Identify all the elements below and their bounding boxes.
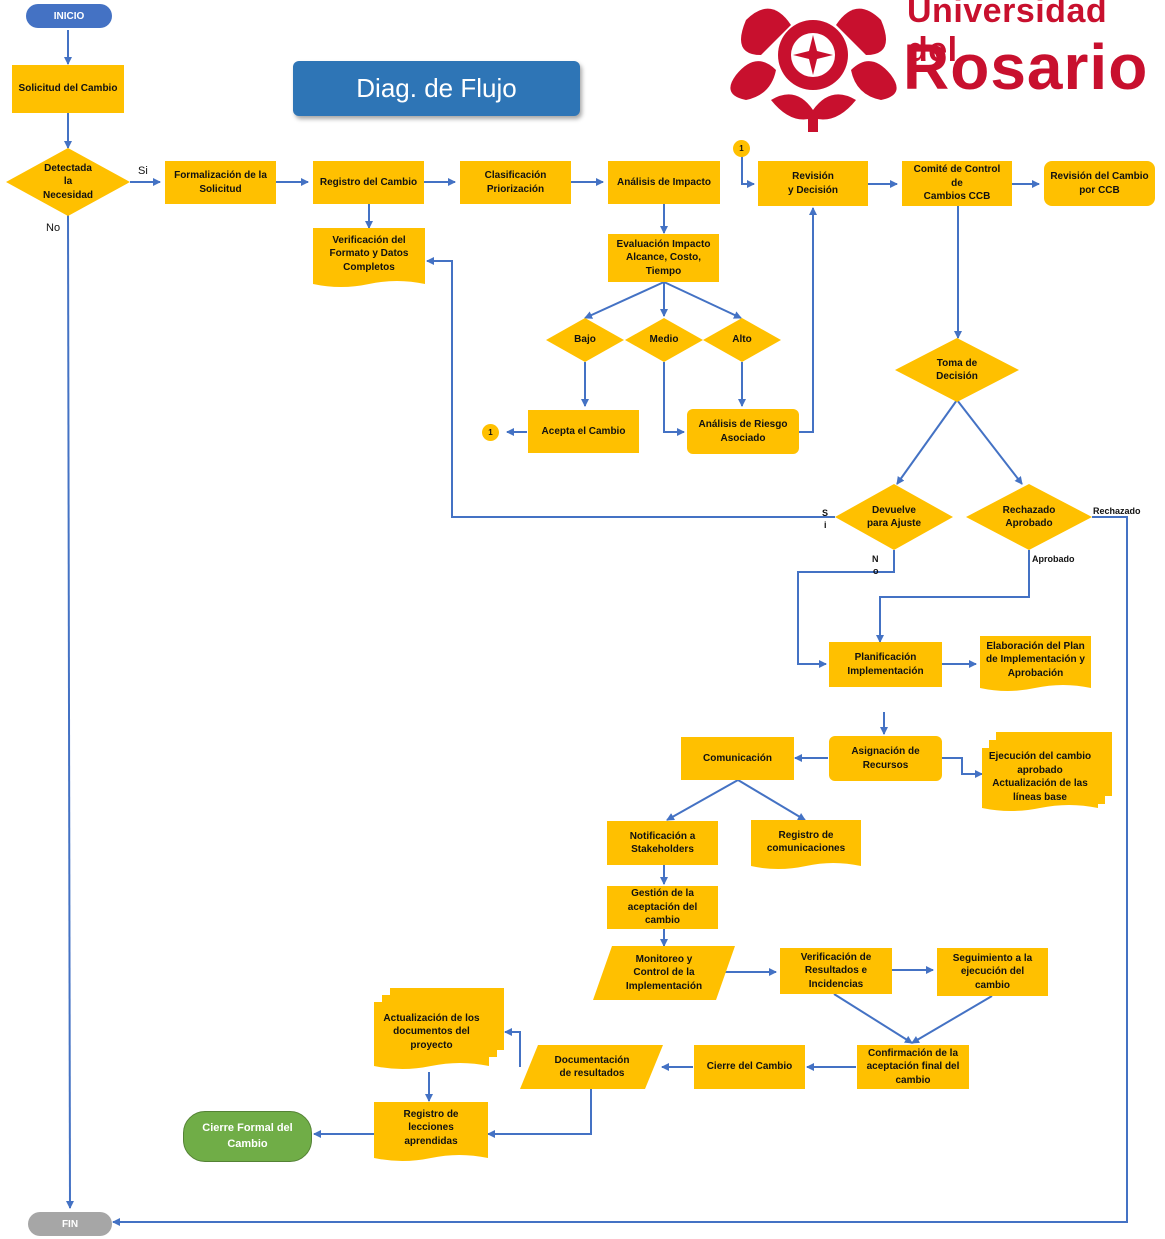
- diamond-medio-shape: [625, 318, 703, 362]
- node-monitoreo: Monitoreo y Control de la Implementación: [625, 953, 703, 992]
- node-lecciones: Registro de lecciones aprendidas: [403, 1108, 459, 1147]
- arrow-devuelve-si-verificacion: [426, 257, 835, 518]
- arrow-comunicacion-registrocom: [737, 779, 806, 821]
- node-registro: Registro del Cambio: [313, 161, 424, 204]
- logo-line2: Rosario: [903, 31, 1149, 103]
- arrow-no-fin: [65, 213, 74, 1209]
- node-asignacion: Asignación de Recursos: [829, 736, 942, 781]
- node-gestion: Gestión de la aceptación del cambio: [607, 886, 718, 929]
- arrow-comunicacion-notificacion: [666, 779, 739, 821]
- end-terminal: FIN: [28, 1212, 112, 1236]
- arrow-eval-alto: [663, 281, 742, 319]
- diamond-alto-shape: [703, 318, 781, 362]
- node-planificacion: Planificación Implementación: [829, 642, 942, 687]
- decision-alto: Alto: [732, 334, 752, 346]
- decision-rechazado-aprobado: Rechazado Aprobado: [1002, 504, 1056, 530]
- diamond-bajo-shape: [546, 318, 624, 362]
- decision-medio: Medio: [649, 334, 679, 346]
- para-documentacion-shape: [520, 1045, 663, 1089]
- node-analisis-impacto: Análisis de Impacto: [608, 161, 720, 204]
- node-actualizacion: Actualización de los documentos del proy…: [383, 1012, 480, 1051]
- label-aprobado: Aprobado: [1032, 554, 1075, 564]
- label-rechazado: Rechazado: [1093, 506, 1141, 516]
- university-logo: Universidad del Rosario: [716, 0, 1165, 132]
- diamond-detectada-shape: [6, 148, 130, 216]
- diamond-rechazado-shape: [966, 484, 1092, 550]
- label-si: Si: [138, 165, 148, 177]
- node-ejecucion: Ejecución del cambio aprobado Actualizac…: [988, 751, 1092, 803]
- node-acepta: Acepta el Cambio: [528, 410, 639, 453]
- node-revision-decision: Revisión y Decisión: [758, 161, 868, 206]
- node-solicitud: Solicitud del Cambio: [12, 65, 124, 113]
- node-notificacion: Notificación a Stakeholders: [607, 821, 718, 865]
- arrow-asignacion-ejecucion: [942, 757, 983, 778]
- diamond-devuelve-shape: [835, 484, 953, 550]
- decision-detectada: Detectada la Necesidad: [42, 162, 94, 201]
- node-cierre-formal: Cierre Formal del Cambio: [183, 1111, 312, 1162]
- decision-toma: Toma de Decisión: [936, 357, 978, 383]
- decision-devuelve: Devuelve para Ajuste: [866, 504, 922, 530]
- node-cierre: Cierre del Cambio: [694, 1045, 805, 1089]
- label-no-devuelve-o: o: [873, 566, 879, 576]
- arrow-riesgo-revision: [799, 207, 817, 433]
- node-comunicacion: Comunicación: [681, 737, 794, 780]
- node-verificacion-formato: Verificación del Formato y Datos Complet…: [329, 234, 409, 273]
- decision-bajo: Bajo: [574, 334, 596, 346]
- arrow-toma-rechazado: [956, 399, 1023, 485]
- node-comite: Comité de Control de Cambios CCB: [902, 161, 1012, 206]
- arrow-verificacion-confirmacion: [833, 993, 913, 1044]
- label-no: No: [46, 222, 61, 234]
- node-evaluacion: Evaluación Impacto Alcance, Costo, Tiemp…: [608, 234, 719, 282]
- label-si-devuelve-i: i: [824, 520, 827, 530]
- node-elaboracion: Elaboración del Plan de Implementación y…: [986, 640, 1085, 679]
- rosario-seal-icon: [730, 8, 897, 132]
- connector-1-left: 1: [482, 424, 499, 441]
- arrow-devuelve-no-planificacion: [797, 550, 895, 668]
- node-revision-ccb: Revisión del Cambio por CCB: [1044, 161, 1155, 206]
- node-verificacion-resultados: Verificación de Resultados e Incidencias: [780, 948, 892, 994]
- start-terminal: INICIO: [26, 4, 112, 28]
- diamond-toma-shape: [895, 338, 1019, 402]
- node-riesgo: Análisis de Riesgo Asociado: [687, 409, 799, 454]
- doc-verificacion-shape: [313, 228, 425, 287]
- arrow-eval-bajo: [584, 281, 665, 319]
- logo-line1: Universidad del: [907, 0, 1108, 69]
- node-confirmacion: Confirmación de la aceptación final del …: [857, 1045, 969, 1089]
- node-documentacion: Documentación de resultados: [554, 1054, 630, 1080]
- label-si-devuelve-s: S: [822, 508, 829, 518]
- arrow-documentacion-lecciones: [487, 1088, 592, 1138]
- arrow-seguimiento-confirmacion: [911, 995, 993, 1044]
- arrow-medio-riesgo: [663, 362, 685, 436]
- node-clasificacion: Clasificación Priorización: [460, 161, 571, 204]
- arrow-documentacion-actualizacion: [504, 1028, 521, 1067]
- arrow-aprobado-planificacion: [876, 550, 1030, 643]
- label-no-devuelve-n: N: [872, 554, 879, 564]
- arrow-toma-devuelve: [896, 399, 958, 485]
- node-seguimiento: Seguimiento a la ejecución del cambio: [937, 948, 1048, 996]
- doc-lecciones-shape: [374, 1102, 488, 1161]
- doc-actualizacion-shape: [374, 1002, 489, 1069]
- arrow-rechazado-fin: [112, 516, 1128, 1226]
- arrow-c1-revision: [741, 156, 755, 188]
- doc-elaboracion-shape: [980, 636, 1091, 691]
- node-registro-com: Registro de comunicaciones: [766, 829, 846, 855]
- doc-ejecucion-shape: [982, 748, 1098, 811]
- node-formalizacion: Formalización de la Solicitud: [165, 161, 276, 204]
- doc-registrocom-shape: [751, 820, 861, 869]
- connector-1-top: 1: [733, 140, 750, 157]
- diagram-title: Diag. de Flujo: [293, 61, 580, 116]
- para-monitoreo-shape: [593, 946, 735, 1000]
